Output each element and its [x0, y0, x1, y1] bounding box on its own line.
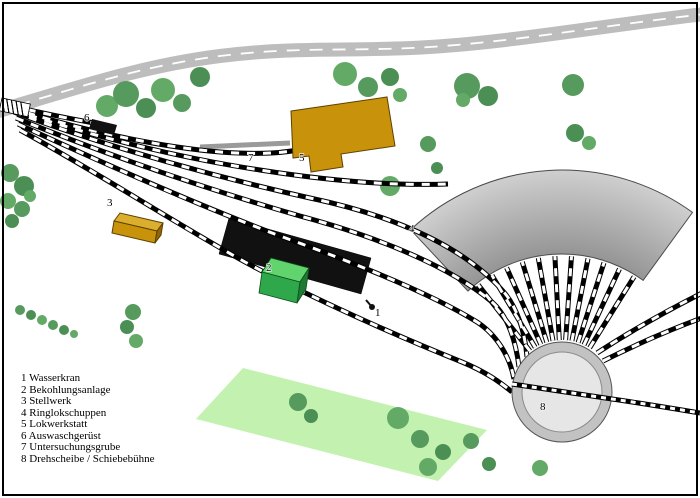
legend-item: 7 Untersuchungsgrube — [21, 441, 121, 453]
signal-box-building — [111, 212, 164, 244]
tree — [532, 460, 548, 476]
tree — [125, 304, 141, 320]
tree — [0, 193, 16, 209]
bush — [59, 325, 69, 335]
inspection-pit — [199, 140, 291, 150]
tree — [304, 409, 318, 423]
coaling-plant-building — [258, 257, 310, 304]
marker-3: 3 — [107, 197, 113, 209]
tree — [5, 214, 19, 228]
tree — [14, 201, 30, 217]
tree — [411, 430, 429, 448]
meadow — [196, 368, 487, 481]
tree — [463, 433, 479, 449]
washout-structure — [89, 119, 117, 135]
tree — [566, 124, 584, 142]
tree — [333, 62, 357, 86]
tree — [381, 68, 399, 86]
tree — [482, 457, 496, 471]
tree — [456, 93, 470, 107]
tree — [420, 136, 436, 152]
bush — [48, 320, 58, 330]
tree — [387, 407, 409, 429]
tree — [190, 67, 210, 87]
legend-item: 6 Auswaschgerüst — [21, 429, 101, 442]
marker-6: 6 — [84, 112, 90, 124]
legend-item: 5 Lokwerkstatt — [21, 418, 88, 430]
tree — [24, 190, 36, 202]
legend-item: 8 Drehscheibe / Schiebebühne — [21, 452, 155, 465]
workshop-building — [290, 96, 396, 173]
tree — [435, 444, 451, 460]
marker-7: 7 — [248, 152, 254, 164]
tree — [151, 78, 175, 102]
road-centerline — [0, 13, 700, 112]
tree — [393, 88, 407, 102]
tree — [431, 162, 443, 174]
tree — [96, 95, 118, 117]
legend-item: 2 Bekohlungsanlage — [21, 383, 111, 396]
tree — [173, 94, 191, 112]
marker-4: 4 — [409, 223, 415, 235]
marker-5: 5 — [299, 152, 305, 164]
tree — [129, 334, 143, 348]
tree — [358, 77, 378, 97]
marker-1: 1 — [375, 307, 381, 319]
bush — [37, 315, 47, 325]
tree — [136, 98, 156, 118]
bush — [26, 310, 36, 320]
tree — [1, 164, 19, 182]
legend: 1 Wasserkran 2 Bekohlungsanlage 3 Stellw… — [21, 372, 155, 465]
tree — [582, 136, 596, 150]
marker-2: 2 — [266, 262, 272, 274]
bush — [70, 330, 78, 338]
legend-item: 3 Stellwerk — [21, 395, 72, 407]
tree — [419, 458, 437, 476]
water-crane-icon — [365, 299, 375, 310]
tree — [113, 81, 139, 107]
legend-item: 1 Wasserkran — [21, 372, 81, 384]
coaling-stage — [218, 217, 372, 295]
tree — [289, 393, 307, 411]
marker-8: 8 — [540, 401, 546, 413]
legend-item: 4 Ringlokschuppen — [21, 406, 107, 419]
trees — [0, 62, 596, 476]
tree — [478, 86, 498, 106]
tree — [120, 320, 134, 334]
roundhouse — [409, 169, 694, 292]
tree — [454, 73, 480, 99]
tree — [562, 74, 584, 96]
bush — [15, 305, 25, 315]
